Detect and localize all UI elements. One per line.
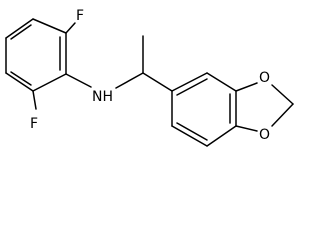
bond-c-o-upper — [235, 82, 258, 92]
bond-ring-nh — [65, 73, 92, 88]
ring1-double-bond-4 — [10, 71, 32, 86]
ring1-double-bond-2 — [10, 24, 32, 40]
ring2-bond-1 — [171, 72, 208, 92]
fluorine-bottom-label: F — [30, 116, 38, 132]
ring2-double-bond-1 — [176, 78, 208, 96]
molecule-structure: F F NH O O — [5, 8, 294, 147]
bond-ch2-o-lower — [271, 103, 294, 127]
ring2-bond-2 — [206, 72, 237, 92]
bond-nh-ch — [115, 72, 144, 89]
ring2-bond-5 — [171, 125, 208, 147]
ring1-bond-4 — [5, 72, 34, 92]
bond-o-ch2-upper — [271, 84, 294, 105]
oxygen-lower-label: O — [259, 127, 270, 143]
bond-c-f-top — [65, 22, 76, 34]
ring2-double-bond-5 — [176, 122, 208, 141]
amine-label: NH — [92, 89, 113, 105]
dioxole-ring: O O — [235, 70, 294, 143]
bond-c-o-lower — [235, 125, 258, 132]
ring1-bond-2 — [5, 18, 34, 39]
ring1-bond-5 — [32, 73, 67, 92]
benzodioxole-ring — [171, 72, 237, 147]
difluorophenyl-ring — [5, 18, 67, 92]
bond-c-f-bottom — [32, 90, 37, 110]
bond-ch-ring — [142, 72, 173, 92]
fluorine-top-label: F — [76, 8, 84, 24]
ring1-bond-1 — [32, 18, 67, 34]
oxygen-upper-label: O — [259, 70, 270, 86]
ring2-bond-4 — [206, 125, 237, 147]
